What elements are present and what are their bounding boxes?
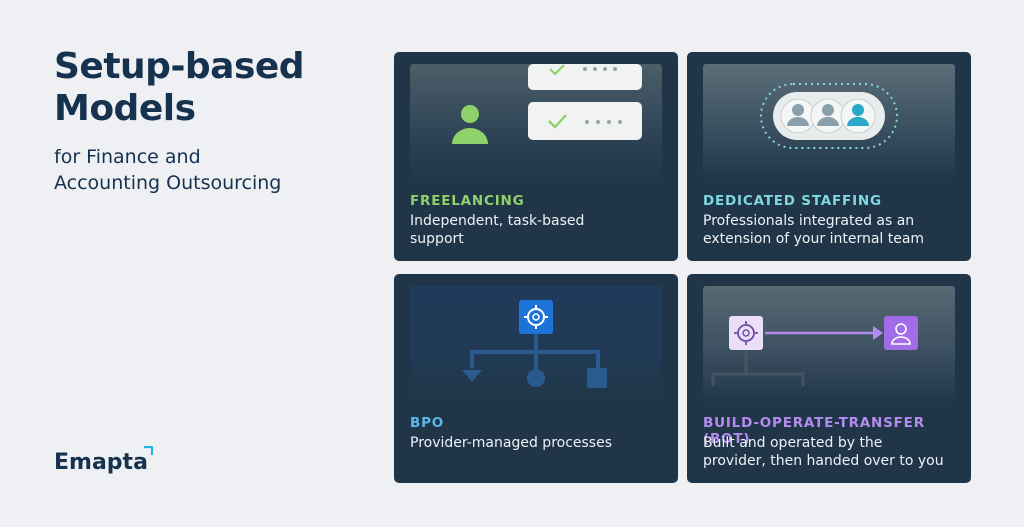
brand-logo: Emapta bbox=[54, 450, 148, 475]
desc-line-2: provider, then handed over to you bbox=[703, 453, 944, 469]
card-dedicated-staffing: DEDICATED STAFFING Professionals integra… bbox=[687, 52, 971, 261]
logo-mark-icon bbox=[144, 446, 153, 455]
desc-line-1: Professionals integrated as an bbox=[703, 213, 915, 229]
card-freelancing: FREELANCING Independent, task-based supp… bbox=[394, 52, 678, 261]
card-description: Built and operated by the provider, then… bbox=[703, 434, 965, 470]
card-label: BUILD-OPERATE-TRANSFER (BOT) bbox=[703, 415, 925, 447]
gear-hierarchy-icon bbox=[410, 286, 662, 404]
card-description: Independent, task-based support bbox=[410, 212, 672, 248]
card-bpo: BPO Provider-managed processes bbox=[394, 274, 678, 483]
title-line-2: Models bbox=[54, 88, 196, 129]
page-title: Setup-based Models bbox=[54, 46, 354, 130]
user-checklist-icon bbox=[410, 64, 662, 182]
card-label: FREELANCING bbox=[410, 193, 525, 209]
desc-line-1: Built and operated by the bbox=[703, 435, 883, 451]
card-description: Professionals integrated as an extension… bbox=[703, 212, 965, 248]
desc-line-2: support bbox=[410, 231, 464, 247]
desc-line-1: Independent, task-based bbox=[410, 213, 585, 229]
subtitle-line-1: for Finance and bbox=[54, 146, 201, 168]
page-subtitle: for Finance and Accounting Outsourcing bbox=[54, 144, 374, 196]
title-line-1: Setup-based bbox=[54, 46, 305, 87]
card-description: Provider-managed processes bbox=[410, 434, 672, 452]
card-build-operate-transfer: BUILD-OPERATE-TRANSFER (BOT) Built and o… bbox=[687, 274, 971, 483]
desc-line-2: extension of your internal team bbox=[703, 231, 925, 247]
card-label: BPO bbox=[410, 415, 445, 431]
team-group-icon bbox=[703, 64, 955, 182]
subtitle-line-2: Accounting Outsourcing bbox=[54, 172, 282, 194]
gear-to-user-arrow-icon bbox=[703, 286, 955, 404]
card-label: DEDICATED STAFFING bbox=[703, 193, 882, 209]
desc-line-1: Provider-managed processes bbox=[410, 435, 613, 451]
